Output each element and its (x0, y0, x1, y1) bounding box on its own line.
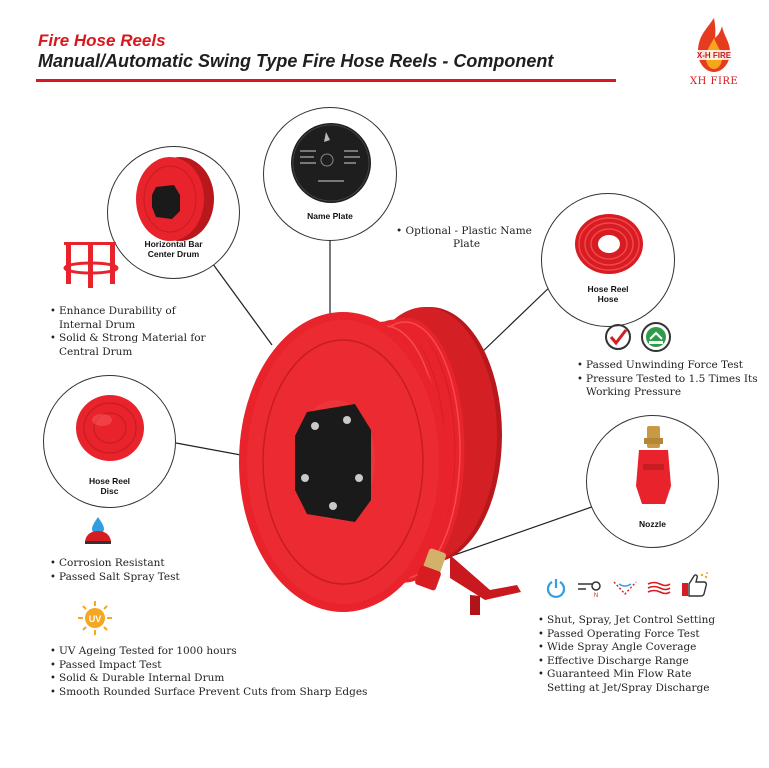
uv-sun-icon: UV (78, 601, 112, 635)
list-item: Internal Drum (59, 318, 136, 331)
name-plate-label: Name Plate (307, 211, 353, 221)
nozzle-callout-circle: Nozzle (586, 415, 719, 548)
drum-callout-circle: Horizontal Bar Center Drum (107, 146, 240, 279)
optional-note: • Optional - Plastic Name Plate (396, 225, 532, 250)
uv-badge-text: UV (89, 614, 102, 624)
list-item: Solid & Strong Material for (50, 332, 206, 346)
disc-callout-circle: Hose Reel Disc (43, 375, 176, 508)
list-item: Working Pressure (586, 386, 682, 398)
main-hose-reel-image (239, 307, 521, 615)
spray-angle-icon (613, 581, 637, 596)
list-item: Enhance Durability of (50, 305, 206, 319)
thumbs-up-icon (682, 572, 708, 597)
name-plate-image (291, 123, 371, 203)
uv-feature-list: UV Ageing Tested for 1000 hours Passed I… (50, 645, 367, 699)
name-plate-callout-circle: Name Plate (263, 107, 397, 241)
nozzle-label: Nozzle (639, 519, 666, 529)
drum-label: Horizontal Bar Center Drum (144, 239, 203, 259)
xh-fire-logo: X-H FIRE (692, 18, 736, 72)
list-item: Wide Spray Angle Coverage (538, 641, 715, 655)
list-item: Pressure Tested to 1.5 Times Its (577, 373, 758, 387)
drum-frame-image (63, 242, 119, 288)
svg-text:N: N (594, 593, 598, 598)
hose-callout-circle: Hose Reel Hose (541, 193, 675, 327)
logo-emblem-text: X-H FIRE (697, 51, 732, 60)
nozzle-feature-list: Shut, Spray, Jet Control Setting Passed … (538, 614, 715, 695)
list-item: Effective Discharge Range (538, 655, 715, 669)
list-item: Solid & Durable Internal Drum (50, 672, 367, 686)
disc-label: Hose Reel Disc (88, 476, 131, 496)
power-icon (546, 579, 566, 599)
unwinding-test-icon (605, 324, 631, 350)
list-item: Smooth Rounded Surface Prevent Cuts from… (50, 686, 367, 700)
list-item: Passed Operating Force Test (538, 628, 715, 642)
hose-feature-list: Passed Unwinding Force Test Pressure Tes… (577, 359, 758, 400)
corrosion-resistant-icon (85, 517, 111, 544)
disc-feature-list: Corrosion Resistant Passed Salt Spray Te… (50, 557, 180, 584)
list-bullet: • (396, 225, 406, 237)
nozzle-image (636, 426, 671, 504)
title-underline (36, 79, 616, 82)
list-item: Guaranteed Min Flow Rate (538, 668, 715, 682)
disc-image (76, 395, 144, 461)
page-subtitle: Manual/Automatic Swing Type Fire Hose Re… (38, 51, 554, 71)
list-item: Setting at Jet/Spray Discharge (547, 681, 710, 694)
drum-image (136, 157, 214, 241)
logo-brand-text: XH FIRE (690, 76, 739, 87)
page-title: Fire Hose Reels (38, 31, 166, 50)
list-item: Passed Impact Test (50, 659, 367, 673)
hose-label: Hose Reel Hose (587, 284, 629, 304)
list-item: Central Drum (59, 345, 133, 358)
operating-force-icon: N (578, 581, 601, 598)
list-item: Passed Unwinding Force Test (577, 359, 758, 373)
list-item: Corrosion Resistant (50, 557, 180, 571)
pressure-gauge-icon (641, 322, 671, 352)
drum-feature-list: Enhance Durability of Internal Drum Soli… (50, 305, 206, 359)
hose-coil-image (575, 214, 643, 274)
list-item: UV Ageing Tested for 1000 hours (50, 645, 367, 659)
list-item: Shut, Spray, Jet Control Setting (538, 614, 715, 628)
list-item: Passed Salt Spray Test (50, 571, 180, 585)
discharge-range-icon (647, 581, 671, 595)
